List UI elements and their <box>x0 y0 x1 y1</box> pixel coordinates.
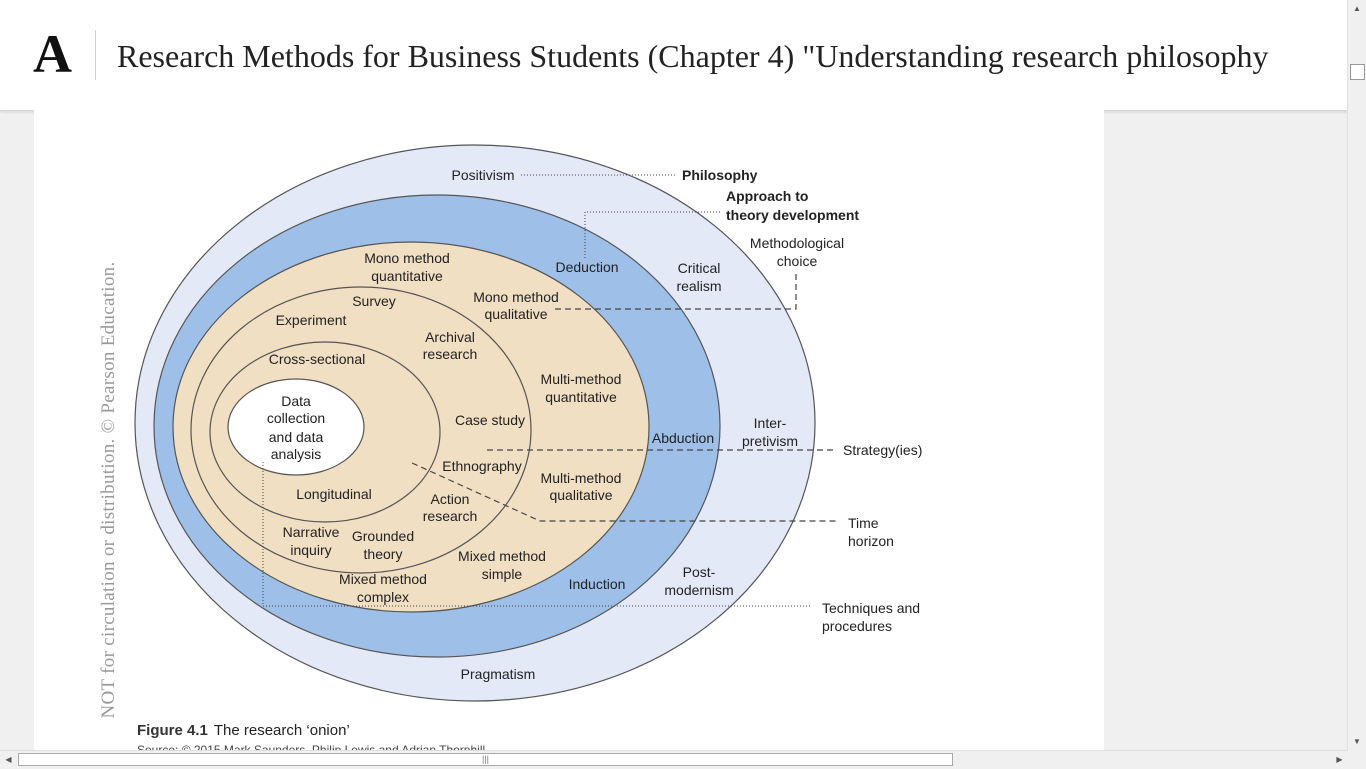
techniques-title-line2: procedures <box>822 618 892 634</box>
method-leader <box>555 270 797 310</box>
core-line4: analysis <box>271 446 322 462</box>
strategy-narrative-line1: Narrative <box>283 524 340 540</box>
vertical-scroll-thumb[interactable] <box>1350 64 1365 80</box>
approach-title-line1: Approach to <box>726 188 808 204</box>
header-divider <box>95 30 96 80</box>
horizontal-scrollbar[interactable]: ◀ ||| ▶ <box>0 750 1348 769</box>
scroll-down-arrow-icon[interactable]: ▼ <box>1353 737 1361 746</box>
core-line1: Data <box>281 393 311 409</box>
figure-caption: Figure 4.1 The research ‘onion’ <box>137 722 350 739</box>
strategy-survey: Survey <box>352 293 396 309</box>
figure-source: Source: © 2015 Mark Saunders, Philip Lew… <box>137 743 486 750</box>
strategy-experiment: Experiment <box>276 312 347 328</box>
time-longitudinal: Longitudinal <box>296 486 372 502</box>
horizontal-scroll-thumb[interactable]: ||| <box>18 753 953 766</box>
method-multi-qual-line2: qualitative <box>549 487 612 503</box>
figure-caption-label: Figure 4.1 <box>137 722 208 739</box>
approach-induction: Induction <box>569 576 626 592</box>
philosophy-positivism: Positivism <box>451 167 514 183</box>
philosophy-critical-realism-line2: realism <box>676 278 721 294</box>
strategy-ethnography: Ethnography <box>442 458 521 474</box>
strategy-action-line1: Action <box>431 491 470 507</box>
time-horizon-leader <box>411 462 838 522</box>
method-multi-quant-line1: Multi-method <box>541 371 622 387</box>
method-multi-qual-line1: Multi-method <box>541 470 622 486</box>
techniques-title-line1: Techniques and <box>822 600 920 616</box>
method-mono-qual-line2: qualitative <box>484 306 547 322</box>
document-title: Research Methods for Business Students (… <box>117 38 1269 74</box>
approach-leader <box>584 211 722 258</box>
method-multi-quant-line2: quantitative <box>545 389 617 405</box>
approach-title-line2: theory development <box>726 207 859 223</box>
strategy-grounded-line2: theory <box>364 546 403 562</box>
strategy-title: Strategy(ies) <box>843 442 922 458</box>
method-mono-quant-line1: Mono method <box>364 250 450 266</box>
method-layer <box>172 241 650 613</box>
philosophy-postmodernism-line1: Post- <box>683 564 716 580</box>
document-header: A Research Methods for Business Students… <box>0 0 1348 111</box>
philosophy-title: Philosophy <box>682 167 758 183</box>
strategy-narrative-line2: inquiry <box>290 542 331 558</box>
method-title-line1: Methodological <box>750 235 844 251</box>
method-title-line2: choice <box>777 253 818 269</box>
philosophy-interpretivism-line2: pretivism <box>742 433 798 449</box>
techniques-leader <box>262 462 812 607</box>
time-horizon-layer <box>209 341 441 523</box>
scroll-right-arrow-icon[interactable]: ▶ <box>1336 755 1343 764</box>
approach-deduction: Deduction <box>555 259 618 275</box>
philosophy-postmodernism-line2: modernism <box>664 582 733 598</box>
core-line3: and data <box>269 429 324 445</box>
site-logo[interactable]: A <box>33 24 72 84</box>
scroll-left-arrow-icon[interactable]: ◀ <box>5 755 12 764</box>
scroll-up-arrow-icon[interactable]: ▲ <box>1353 4 1361 13</box>
approach-abduction: Abduction <box>652 430 714 446</box>
strategy-case-study: Case study <box>455 412 525 428</box>
strategy-archival-line1: Archival <box>425 329 475 345</box>
figure-caption-text: The research ‘onion’ <box>213 722 350 739</box>
philosophy-interpretivism-line1: Inter- <box>754 415 787 431</box>
strategy-action-line2: research <box>423 508 477 524</box>
time-horizon-title-line1: Time <box>848 515 879 531</box>
method-mixed-simple-line2: simple <box>482 566 523 582</box>
strategy-layer <box>190 286 532 574</box>
vertical-scrollbar[interactable]: ▲ ▼ <box>1347 0 1366 750</box>
method-mixed-simple-line1: Mixed method <box>458 548 546 564</box>
method-mono-qual-line1: Mono method <box>473 289 559 305</box>
time-cross-sectional: Cross-sectional <box>269 351 365 367</box>
core-layer <box>227 378 365 476</box>
method-mixed-complex-line2: complex <box>357 589 409 605</box>
method-mixed-complex-line1: Mixed method <box>339 571 427 587</box>
watermark-text: NOT for circulation or distribution. © P… <box>98 261 119 719</box>
philosophy-pragmatism: Pragmatism <box>461 666 536 682</box>
strategy-grounded-line1: Grounded <box>352 528 414 544</box>
method-mono-quant-line2: quantitative <box>371 268 443 284</box>
core-line2: collection <box>267 410 325 426</box>
scrollbar-corner <box>1348 750 1366 768</box>
time-horizon-title-line2: horizon <box>848 533 894 549</box>
strategy-archival-line2: research <box>423 346 477 362</box>
philosophy-critical-realism-line1: Critical <box>678 260 721 276</box>
